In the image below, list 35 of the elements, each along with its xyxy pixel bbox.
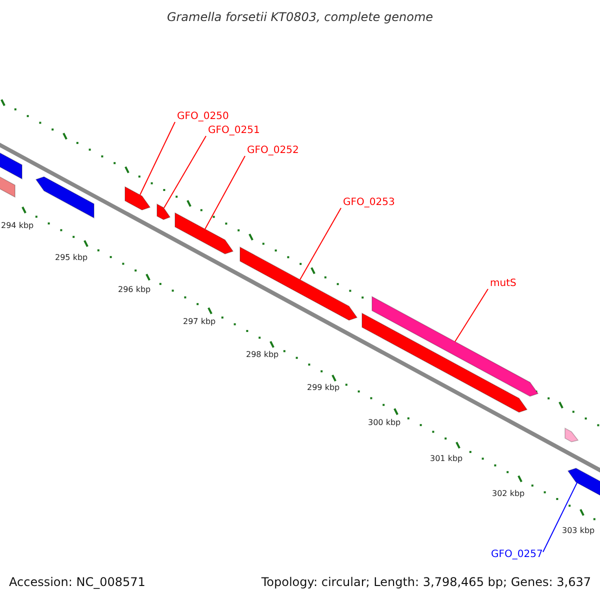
leader-line [542,482,578,552]
gene-bar [35,176,94,219]
footer-text: Accession: NC_008571 [9,576,146,588]
gene-label: GFO_0257 [491,550,543,560]
leader-line [140,122,176,196]
scale-label: 300 kbp [368,419,401,427]
gene-bar [240,246,358,321]
scale-label: 298 kbp [246,351,279,359]
gene-bar [174,212,234,254]
footer-text: Topology: circular; Length: 3,798,465 bp; Genes: 3,637 [261,576,591,588]
scale-label: 301 kbp [430,455,463,463]
scale-label: 294 kbp [1,222,34,230]
leader-line [300,208,342,280]
gene-bar [0,174,16,198]
gene-label: GFO_0253 [343,198,395,208]
gene-label: GFO_0251 [208,126,260,136]
gene-label: GFO_0250 [177,112,229,122]
gene-bar [564,428,579,442]
leader-line [454,288,488,342]
leader-line [204,156,246,230]
gene-label: GFO_0252 [247,146,299,156]
scale-label: 297 kbp [183,318,216,326]
gene-label: mutS [490,279,516,289]
scale-label: 296 kbp [118,286,151,294]
scale-label: 295 kbp [55,254,88,262]
gene-bar [124,186,151,210]
gene-bar [0,150,22,180]
title: Gramella forsetii KT0803, complete genome [166,11,434,23]
gene-bar [362,312,528,413]
gene-bar [156,203,171,220]
gene-bar [372,296,539,397]
leader-line [164,136,206,208]
scale-label: 299 kbp [307,384,340,392]
scale-label: 303 kbp [562,527,595,535]
scale-label: 302 kbp [492,490,525,498]
